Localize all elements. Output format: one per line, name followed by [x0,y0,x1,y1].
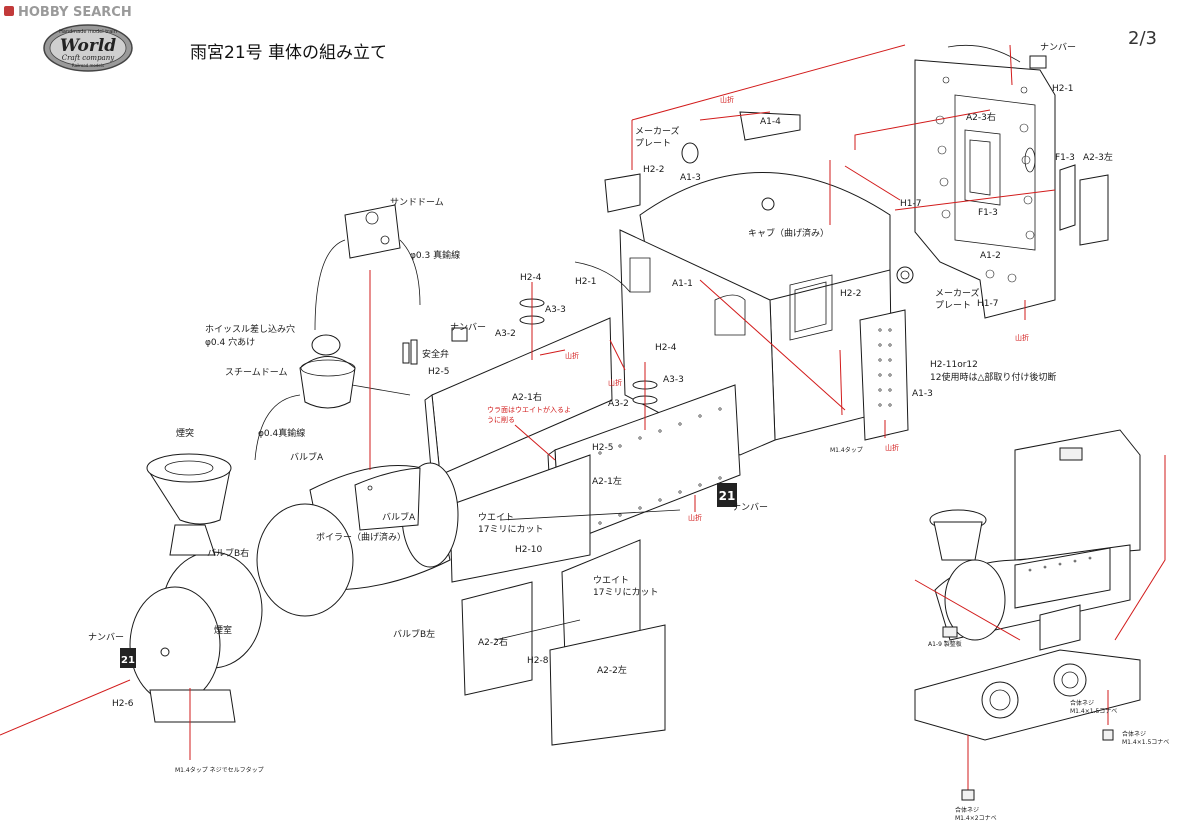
label-h2-8: H2-8 [527,656,549,666]
label-h1-7-top: H1-7 [900,199,921,209]
label-inset-screw-3: 合体ネジ [955,806,979,814]
label-a1-1: A1-1 [672,279,693,289]
label-h1-7-bottom: H1-7 [977,299,998,309]
page-title: 雨宮21号 車体の組み立て [190,43,387,63]
label-safety-valve: 安全弁 [422,348,449,360]
label-a2-3-left: A2-3左 [1083,151,1113,163]
label-cab: キャブ（曲げ済み） [748,227,829,239]
label-number-left: ナンバー [88,632,124,643]
label-h2-2-right: H2-2 [840,289,861,299]
label-a2-1-right: A2-1右 [512,391,542,403]
logo-brand: World [60,36,116,56]
cab-body [574,111,914,456]
label-tap-1: M1.4タップ [830,446,863,454]
assembled-inset [914,429,1166,801]
label-inset-screw-3b: M1.4×2コナベ [955,815,997,822]
label-a2-2-right: A2-2右 [478,636,508,648]
label-maker-plate-2: メーカーズ [935,287,980,299]
boiler [256,462,459,617]
label-h2-11-note: 12使用時は△部取り付け後切断 [930,371,1056,383]
weights-and-frame [449,454,681,746]
label-inset-a1-9: A1-9 製整板 [928,640,962,648]
labels: ナンバー H2-1 A2-3右 F1-3 A2-3左 F1-3 H1-7 A1-… [88,42,1169,822]
label-a1-4: A1-4 [760,117,781,127]
domes [254,204,421,461]
label-h2-11: H2-11or12 [930,360,978,370]
watermark-text: HOBBY SEARCH [18,5,132,20]
label-yamaori-6: 山折 [688,513,702,522]
label-a2-3-right: A2-3右 [966,111,996,123]
label-valve-b-right: バルブB右 [207,547,249,559]
label-weight-note: ウラ面はウエイトが入るよ [487,405,571,414]
label-maker-plate-1: メーカーズ [635,125,680,137]
logo-top-text: Handmade model train [59,29,117,35]
label-valve-a2: バルブA [382,511,416,523]
smokebox-chimney: 21 [120,453,263,723]
label-yamaori-5: 山折 [608,378,622,387]
label-valve-a: バルブA [290,451,324,463]
logo-bottom-text: Railroad models [72,63,104,68]
label-a1-3-right: A1-3 [912,389,933,399]
label-yamaori-4: 山折 [565,351,579,360]
label-h2-4-b: H2-4 [655,343,677,353]
label-h2-10: H2-10 [515,545,542,555]
guide-lines [0,44,1056,760]
label-steam-dome: スチームドーム [225,367,287,378]
label-a3-3-mid: A3-3 [663,375,684,385]
label-weight-2b: 17ミリにカット [593,587,658,598]
label-wire-04: φ0.4真鍮線 [258,427,305,439]
label-a3-3-top: A3-3 [545,305,566,315]
label-f1-3: F1-3 [978,208,998,218]
brand-logo: Handmade model train World Craft company… [43,24,133,72]
label-chimney: 煙突 [176,427,194,439]
label-number-mid: ナンバー [450,322,486,333]
cab-back-panel [914,44,1109,319]
label-maker-plate-2b: プレート [935,300,971,311]
label-wire-03: φ0.3 真鍮線 [410,249,460,261]
label-weight-1b: 17ミリにカット [478,524,543,535]
page-number: 2/3 [1128,28,1157,49]
label-boiler: ボイラー（曲げ済み） [316,531,406,543]
label-smokebox: 煙室 [214,624,232,636]
label-a1-3-top: A1-3 [680,173,701,183]
label-a3-2-mid: A3-2 [608,399,629,409]
label-h2-1-left: H2-1 [575,277,596,287]
label-sand-dome: サンドドーム [390,197,444,208]
label-a2-1-left: A2-1左 [592,475,622,487]
label-h2-5-left: H2-5 [428,367,449,377]
label-h2-4: H2-4 [520,273,542,283]
label-inset-screw-1: 合体ネジ [1070,699,1094,707]
number-plate-21-front: 21 [121,655,135,666]
label-a1-2: A1-2 [980,251,1001,261]
label-weight-1: ウエイト [478,512,514,523]
label-a2-2-left: A2-2左 [597,664,627,676]
label-maker-plate-1b: プレート [635,138,671,149]
label-number-top: ナンバー [1040,42,1076,53]
label-yamaori-2: 山折 [720,95,734,104]
label-yamaori-3: 山折 [885,443,899,452]
label-weight-2: ウエイト [593,575,629,586]
label-valve-b-left: バルブB左 [393,628,435,640]
label-inset-screw-2: 合体ネジ [1122,730,1146,738]
label-tap-bottom: M1.4タップ ネジでセルフタップ [175,766,264,774]
label-h2-1-top: H2-1 [1052,84,1073,94]
label-number-right: ナンバー [732,502,768,513]
label-h2-5-mid: H2-5 [592,443,613,453]
label-inset-screw-2b: M1.4×1.5コナベ [1122,739,1169,746]
label-yamaori-1: 山折 [1015,333,1029,342]
watermark: HOBBY SEARCH [4,5,132,20]
label-whistle-hole: φ0.4 穴あけ [205,336,255,348]
number-plate-21: 21 [719,489,736,503]
logo-sub: Craft company [62,54,115,62]
label-a3-2-top: A3-2 [495,329,516,339]
label-h2-6: H2-6 [112,699,134,709]
label-weight-note-2: うに削る [487,415,515,424]
label-whistle: ホイッスル差し込み穴 [205,323,295,335]
label-h2-2-top: H2-2 [643,165,664,175]
label-inset-screw-1b: M1.4×1.5コナベ [1070,708,1117,715]
label-f1-3-left: F1-3 [1055,153,1075,163]
